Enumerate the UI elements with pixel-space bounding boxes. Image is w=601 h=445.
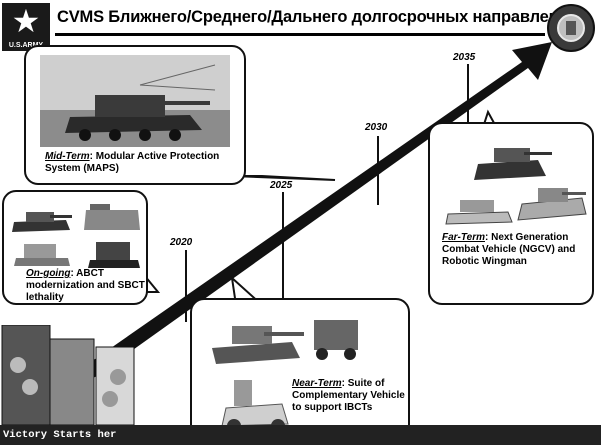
far-term-label: Far-Term [442,232,485,243]
near-term-text: : Suite of Complementary Vehicle to supp… [292,378,405,413]
far-term-caption: Far-Term: Next Generation Combat Vehicle… [442,232,592,268]
year-2020-label: 2020 [170,237,193,248]
mid-term-caption: Mid-Term: Modular Active Protection Syst… [45,151,240,175]
ongoing-caption: On-going: ABCT modernization and SBCT le… [26,268,146,304]
near-term-caption: Near-Term: Suite of Complementary Vehicl… [292,378,407,414]
mid-term-pointer [231,175,336,181]
footer-bar [0,425,601,445]
army-logo-text: U.S.ARMY [8,42,44,49]
year-2030-label: 2030 [365,122,388,133]
near-term-callout: Near-Term: Suite of Complementary Vehicl… [190,298,410,441]
footer-text: Victory Starts her [3,429,117,441]
mid-term-callout: Mid-Term: Modular Active Protection Syst… [24,45,246,185]
maps-vehicle-image [40,55,230,147]
near-term-label: Near-Term [292,378,342,389]
far-term-callout: Far-Term: Next Generation Combat Vehicle… [428,122,594,305]
strategy-documents-image [1,325,135,425]
page-title: CVMS Ближнего/Среднего/Дальнего долгосро… [57,8,579,26]
ibct-vehicles-image [212,320,358,433]
abct-sbct-vehicles-image [12,204,140,268]
command-emblem-icon [547,4,595,52]
ongoing-label: On-going [26,268,71,279]
mid-term-text: : Modular Active Protection System (MAPS… [45,151,220,174]
timeline-arrow [62,42,552,382]
army-star-icon: ★ [11,3,41,39]
title-divider [55,33,545,36]
year-2025-label: 2025 [270,180,293,191]
mid-term-label: Mid-Term [45,151,90,162]
army-logo: ★ U.S.ARMY [2,3,50,51]
ongoing-text: : ABCT modernization and SBCT lethality [26,268,145,303]
ongoing-callout: On-going: ABCT modernization and SBCT le… [2,190,148,305]
far-term-text: : Next Generation Combat Vehicle (NGCV) … [442,232,576,267]
ngcv-vehicles-image [445,148,587,225]
year-2035-label: 2035 [453,52,476,63]
